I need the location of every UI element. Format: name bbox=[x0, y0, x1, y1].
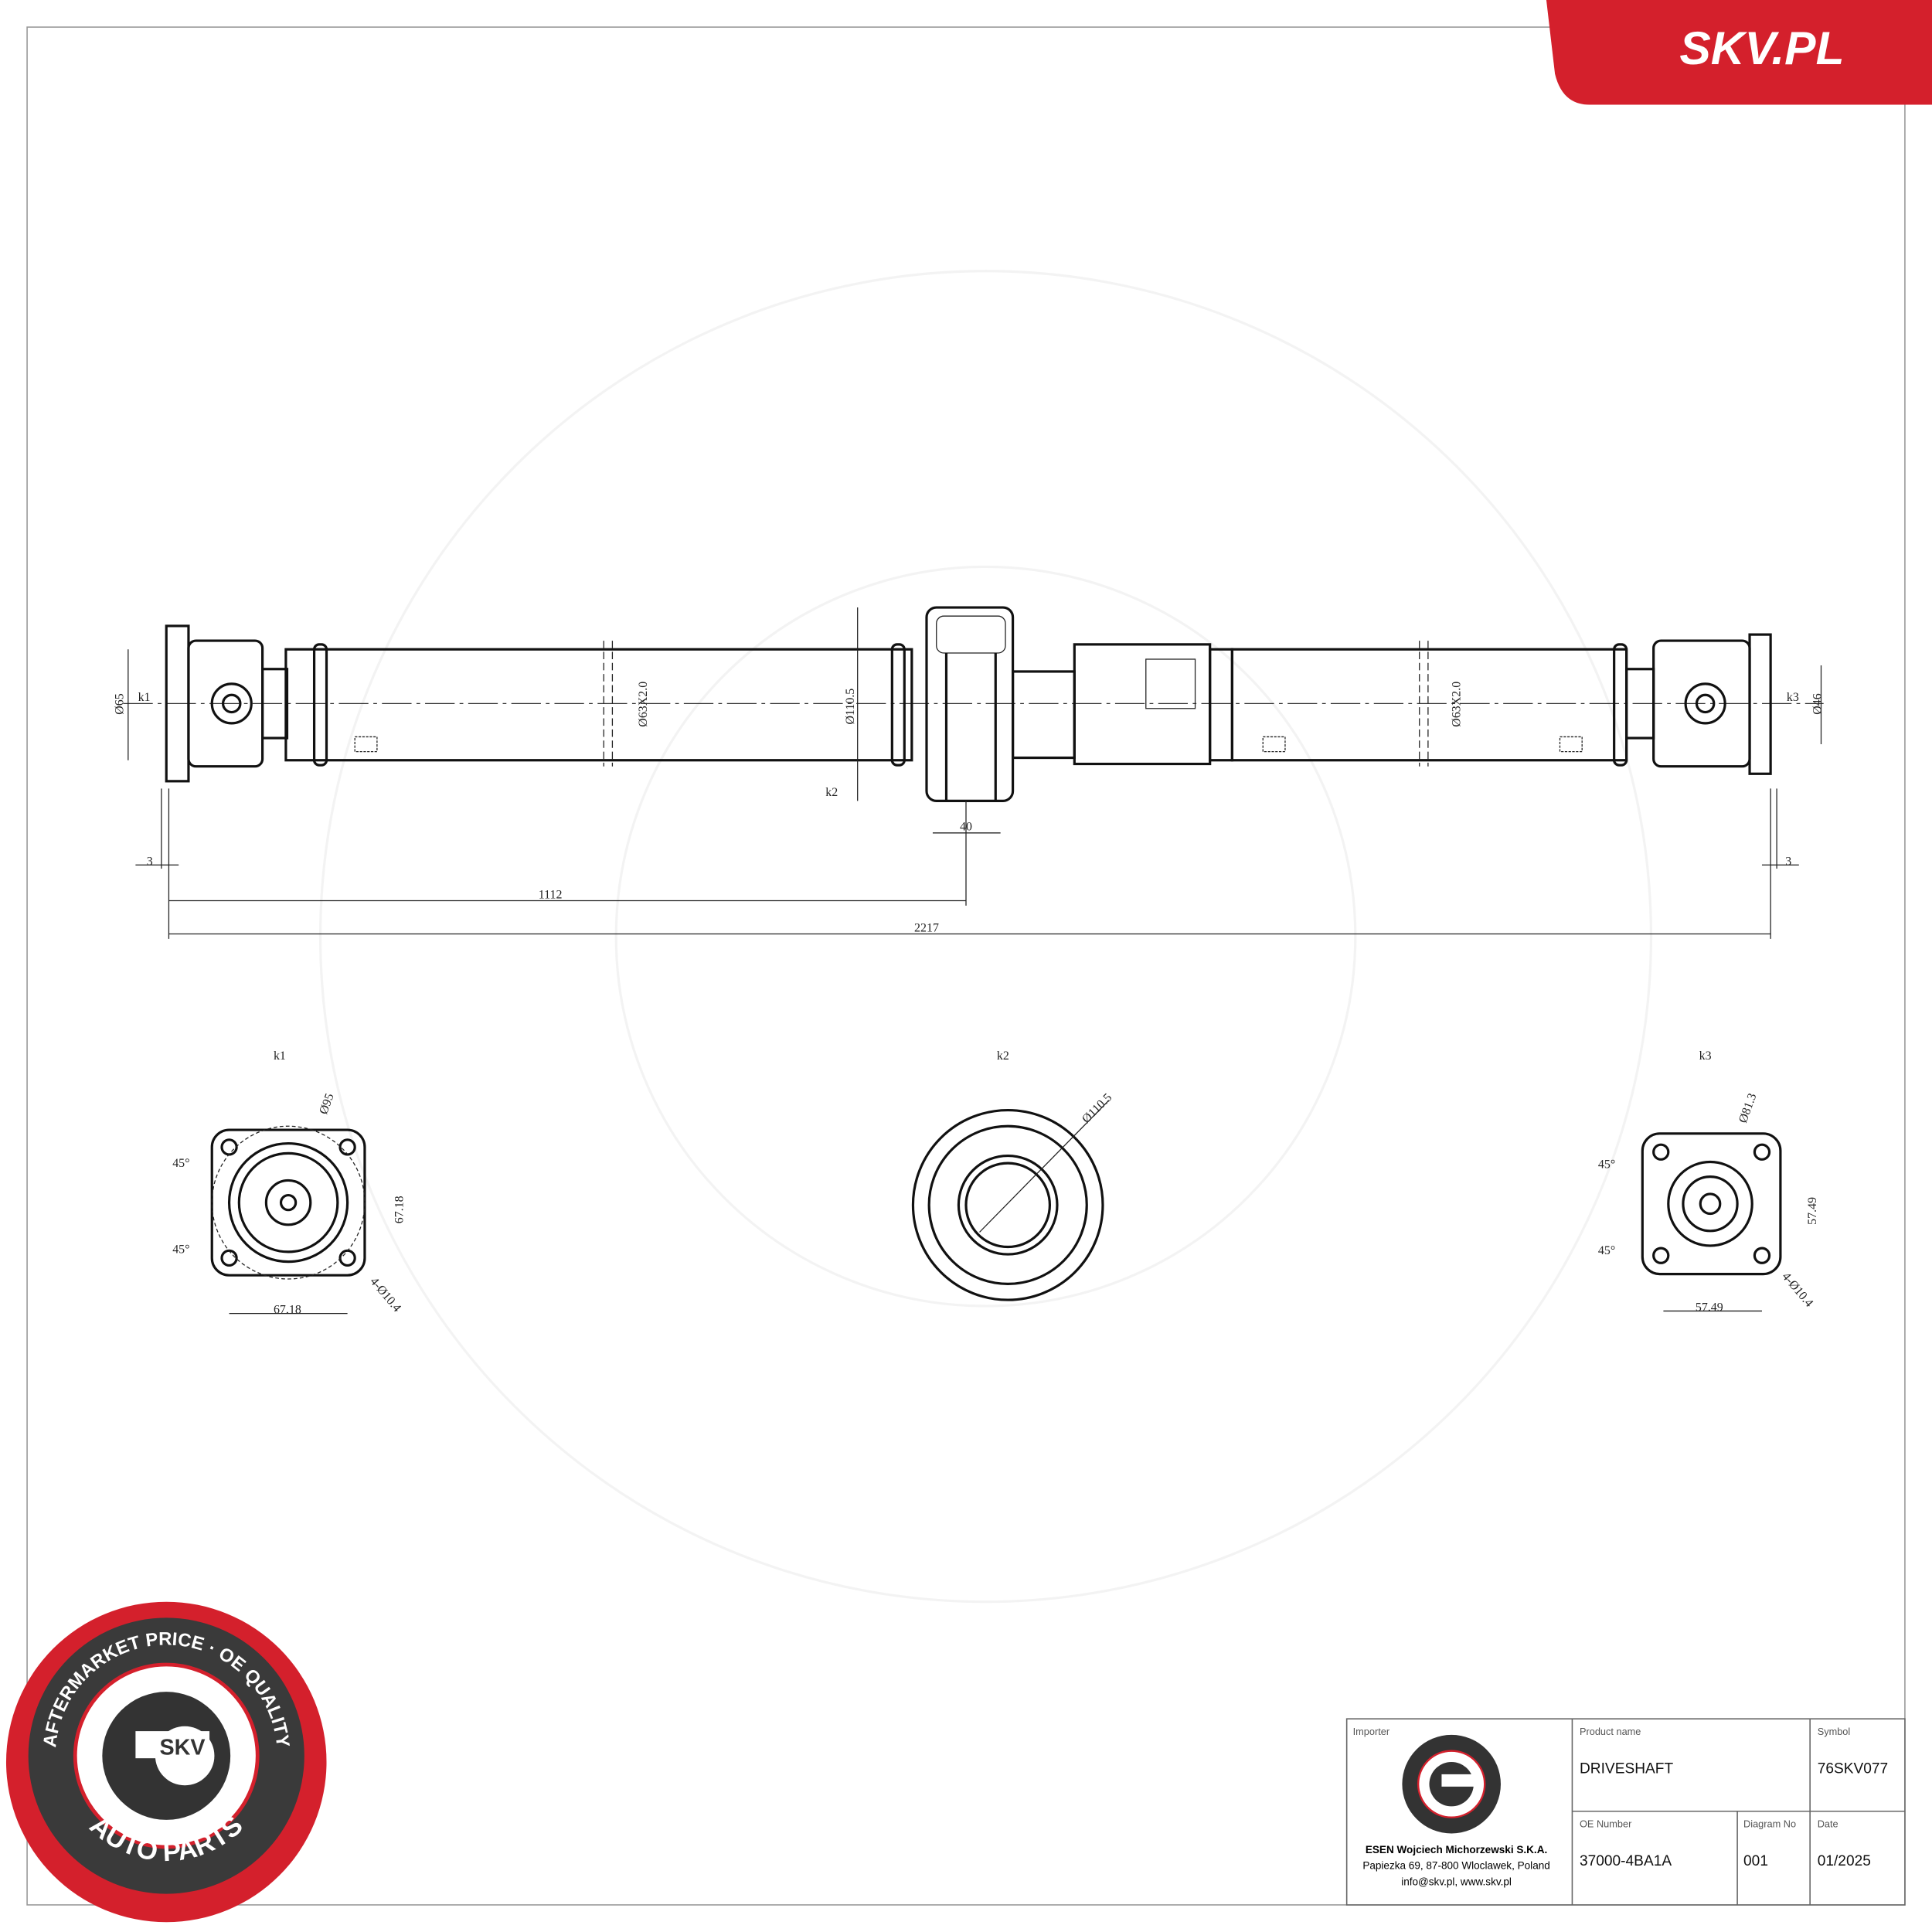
svg-text:Papiezka 69, 87-800 Wloclawek,: Papiezka 69, 87-800 Wloclawek, Poland bbox=[1362, 1860, 1549, 1872]
view-k2: k2 Ø110.5 bbox=[911, 1049, 1114, 1301]
svg-text:45°: 45° bbox=[1598, 1244, 1615, 1257]
svg-text:45°: 45° bbox=[172, 1243, 189, 1256]
svg-text:k2: k2 bbox=[997, 1049, 1009, 1063]
title-block: Importer ESEN Wojciech Michorzewski S.K.… bbox=[1345, 1718, 1906, 1906]
svg-text:01/2025: 01/2025 bbox=[1818, 1853, 1871, 1869]
svg-text:Ø63X2.0: Ø63X2.0 bbox=[637, 682, 650, 727]
svg-text:k1: k1 bbox=[274, 1049, 286, 1063]
svg-text:k3: k3 bbox=[1699, 1049, 1712, 1063]
drawing-frame bbox=[26, 26, 1906, 1906]
svg-text:1112: 1112 bbox=[539, 888, 563, 901]
brand-tab[interactable]: SKV.PL bbox=[1546, 0, 1932, 105]
svg-text:Ø110.5: Ø110.5 bbox=[844, 689, 857, 725]
svg-text:k2: k2 bbox=[825, 786, 838, 799]
svg-text:Ø46: Ø46 bbox=[1811, 693, 1825, 714]
svg-text:Importer: Importer bbox=[1353, 1726, 1390, 1737]
skv-badge-logo: SKV AFTERMARKET PRICE · OE QUALITY AUTO … bbox=[5, 1601, 327, 1923]
brand-site: SKV.PL bbox=[1679, 22, 1844, 74]
svg-text:Ø95: Ø95 bbox=[317, 1092, 336, 1117]
watermark-gear-icon bbox=[318, 270, 1653, 1604]
dimensions: Ø65 k1 Ø63X2.0 Ø110.5 k2 Ø63X2.0 Ø46 k3 … bbox=[113, 607, 1825, 939]
svg-text:3: 3 bbox=[147, 855, 153, 868]
svg-text:Product name: Product name bbox=[1580, 1726, 1641, 1737]
svg-text:DRIVESHAFT: DRIVESHAFT bbox=[1580, 1760, 1673, 1777]
svg-text:67.18: 67.18 bbox=[393, 1196, 406, 1223]
svg-text:45°: 45° bbox=[172, 1157, 189, 1170]
svg-text:45°: 45° bbox=[1598, 1158, 1615, 1171]
svg-text:info@skv.pl, www.skv.pl: info@skv.pl, www.skv.pl bbox=[1401, 1876, 1512, 1887]
svg-text:OE Number: OE Number bbox=[1580, 1818, 1632, 1829]
svg-text:67.18: 67.18 bbox=[274, 1304, 301, 1317]
svg-text:76SKV077: 76SKV077 bbox=[1818, 1760, 1888, 1777]
svg-text:4-Ø10.4: 4-Ø10.4 bbox=[1779, 1270, 1815, 1309]
svg-text:3: 3 bbox=[1785, 855, 1791, 868]
svg-text:2217: 2217 bbox=[914, 921, 939, 934]
svg-text:Ø63X2.0: Ø63X2.0 bbox=[1450, 682, 1463, 727]
svg-text:Symbol: Symbol bbox=[1818, 1726, 1851, 1737]
svg-text:4-Ø10.4: 4-Ø10.4 bbox=[367, 1275, 403, 1315]
svg-text:Diagram No: Diagram No bbox=[1743, 1818, 1796, 1829]
view-k3: k3 Ø81.3 45° 45° 57.49 57.49 4-Ø10.4 bbox=[1598, 1049, 1819, 1314]
svg-text:Ø110.5: Ø110.5 bbox=[1080, 1091, 1114, 1126]
svg-text:Ø81.3: Ø81.3 bbox=[1736, 1092, 1759, 1125]
svg-text:001: 001 bbox=[1743, 1853, 1768, 1869]
svg-text:57.49: 57.49 bbox=[1696, 1301, 1723, 1314]
importer-logo bbox=[1402, 1734, 1501, 1834]
svg-text:Date: Date bbox=[1818, 1818, 1838, 1829]
svg-text:k3: k3 bbox=[1787, 691, 1799, 704]
svg-text:57.49: 57.49 bbox=[1806, 1197, 1819, 1225]
svg-text:k1: k1 bbox=[138, 691, 151, 704]
svg-text:37000-4BA1A: 37000-4BA1A bbox=[1580, 1853, 1672, 1869]
driveshaft-side-view bbox=[165, 606, 1772, 802]
view-k1: k1 Ø95 45° 45° 67.18 67.18 4-Ø10.4 bbox=[172, 1049, 406, 1316]
svg-text:Ø65: Ø65 bbox=[113, 693, 126, 714]
svg-text:SKV: SKV bbox=[159, 1735, 205, 1760]
svg-text:ESEN Wojciech Michorzewski S.K: ESEN Wojciech Michorzewski S.K.A. bbox=[1366, 1844, 1547, 1855]
